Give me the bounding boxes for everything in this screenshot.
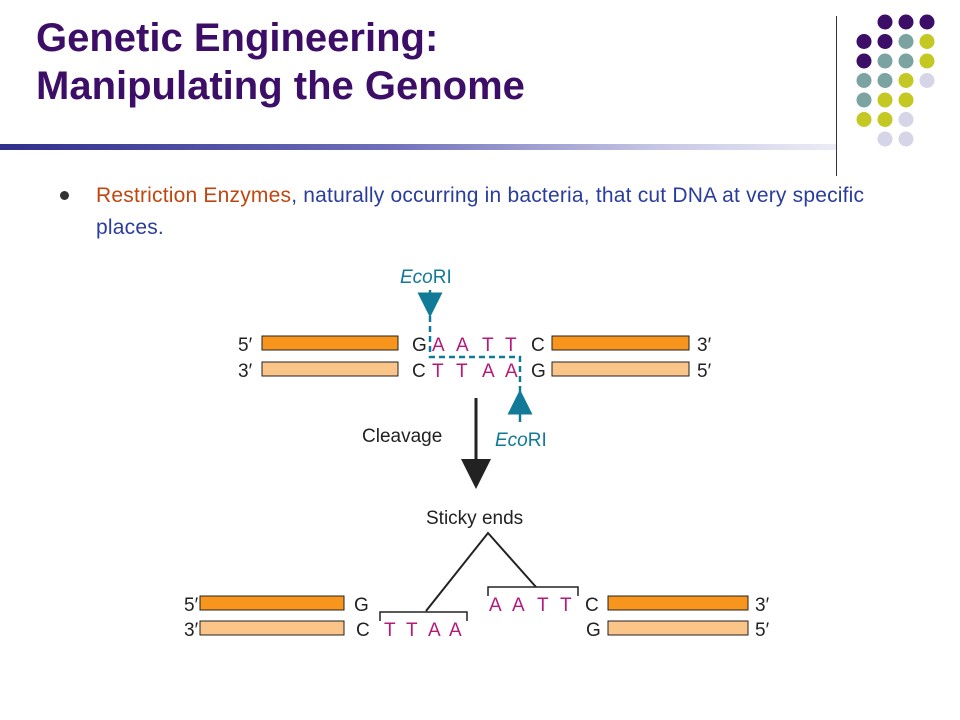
decor-dot — [856, 53, 872, 69]
fragment-left-top-strand — [199, 595, 345, 611]
label-3prime-bottom-left: 3′ — [238, 361, 253, 382]
left-overhang-bracket — [379, 611, 468, 621]
base-bottom-1: T — [432, 361, 444, 382]
base-top-5: C — [531, 335, 545, 356]
base-top-2: A — [456, 335, 469, 356]
bullet-term: Restriction Enzymes — [96, 184, 292, 207]
left-overhang-base-4: A — [449, 620, 462, 641]
label-3prime-right-fragment: 3′ — [755, 595, 770, 616]
decor-dot — [877, 53, 893, 69]
base-bottom-2: T — [456, 361, 468, 382]
right-fragment-G: G — [586, 620, 601, 641]
decor-dot — [898, 92, 914, 108]
ecori-label-top: EcoRI — [400, 267, 452, 288]
right-overhang-base-3: T — [560, 595, 572, 616]
decor-dot — [898, 34, 914, 49]
left-overhang-base-2: T — [406, 620, 418, 641]
strand-bottom-left — [261, 361, 399, 377]
title-line-2: Manipulating the Genome — [36, 64, 525, 108]
left-overhang-base-1: T — [384, 620, 396, 641]
decor-dot — [877, 131, 893, 147]
decor-dot — [877, 34, 893, 49]
decor-dot — [856, 92, 872, 108]
title-underline — [0, 144, 836, 150]
decor-dot — [898, 131, 914, 147]
ecori-label-bottom: EcoRI — [495, 430, 547, 451]
decor-dot — [877, 92, 893, 108]
cut-site-line — [428, 306, 522, 396]
left-overhang-base-3: A — [428, 620, 441, 641]
decor-dot — [877, 73, 893, 88]
slide-title: Genetic Engineering: Manipulating the Ge… — [36, 14, 525, 110]
label-5prime-top-left: 5′ — [238, 335, 253, 356]
label-5prime-bottom-right: 5′ — [697, 361, 712, 382]
base-top-4: T — [505, 335, 517, 356]
cleavage-label: Cleavage — [362, 426, 442, 447]
decor-dot — [919, 34, 935, 49]
decor-dot — [877, 14, 893, 30]
left-fragment-G: G — [354, 595, 369, 616]
strand-top-left — [261, 335, 399, 351]
base-bottom-5: G — [531, 361, 546, 382]
fragment-left-bottom-strand — [199, 620, 345, 636]
base-top-3: T — [482, 335, 494, 356]
bullet-description: , naturally occurring in bacteria, that … — [96, 184, 865, 239]
strand-bottom-right — [551, 361, 690, 377]
decorative-dot-grid — [856, 14, 935, 147]
corner-divider — [836, 16, 837, 176]
label-5prime-left-fragment: 5′ — [184, 595, 199, 616]
bullet-text: Restriction Enzymes, naturally occurring… — [96, 180, 900, 244]
bullet-icon — [60, 191, 69, 200]
right-overhang-base-0: A — [489, 595, 502, 616]
decor-dot — [856, 34, 872, 49]
right-overhang-base-4: C — [585, 595, 599, 616]
bullet-item: Restriction Enzymes, naturally occurring… — [60, 180, 900, 244]
base-top-0: G — [412, 335, 427, 356]
base-bottom-3: A — [482, 361, 495, 382]
decor-dot — [919, 14, 935, 30]
right-overhang-bracket — [487, 586, 579, 596]
label-5prime-right-fragment: 5′ — [755, 620, 770, 641]
title-line-1: Genetic Engineering: — [36, 16, 439, 60]
base-bottom-0: C — [412, 361, 426, 382]
decor-dot — [898, 14, 914, 30]
decor-dot — [919, 73, 935, 88]
sticky-ends-label: Sticky ends — [426, 508, 523, 529]
decor-dot — [856, 73, 872, 88]
fragment-right-bottom-strand — [607, 620, 749, 636]
decor-dot — [898, 112, 914, 127]
base-top-1: A — [432, 335, 445, 356]
right-overhang-base-2: T — [537, 595, 549, 616]
label-3prime-top-right: 3′ — [697, 335, 712, 356]
decor-dot — [877, 112, 893, 127]
label-3prime-left-fragment: 3′ — [184, 620, 199, 641]
decor-dot — [919, 53, 935, 69]
fragment-right-top-strand — [607, 595, 749, 611]
decor-dot — [898, 53, 914, 69]
strand-top-right — [551, 335, 690, 351]
left-overhang-base-0: C — [356, 620, 370, 641]
decor-dot — [856, 112, 872, 127]
base-bottom-4: A — [505, 361, 518, 382]
decor-dot — [898, 73, 914, 88]
sticky-ends-pointer — [425, 531, 537, 612]
right-overhang-base-1: A — [512, 595, 525, 616]
